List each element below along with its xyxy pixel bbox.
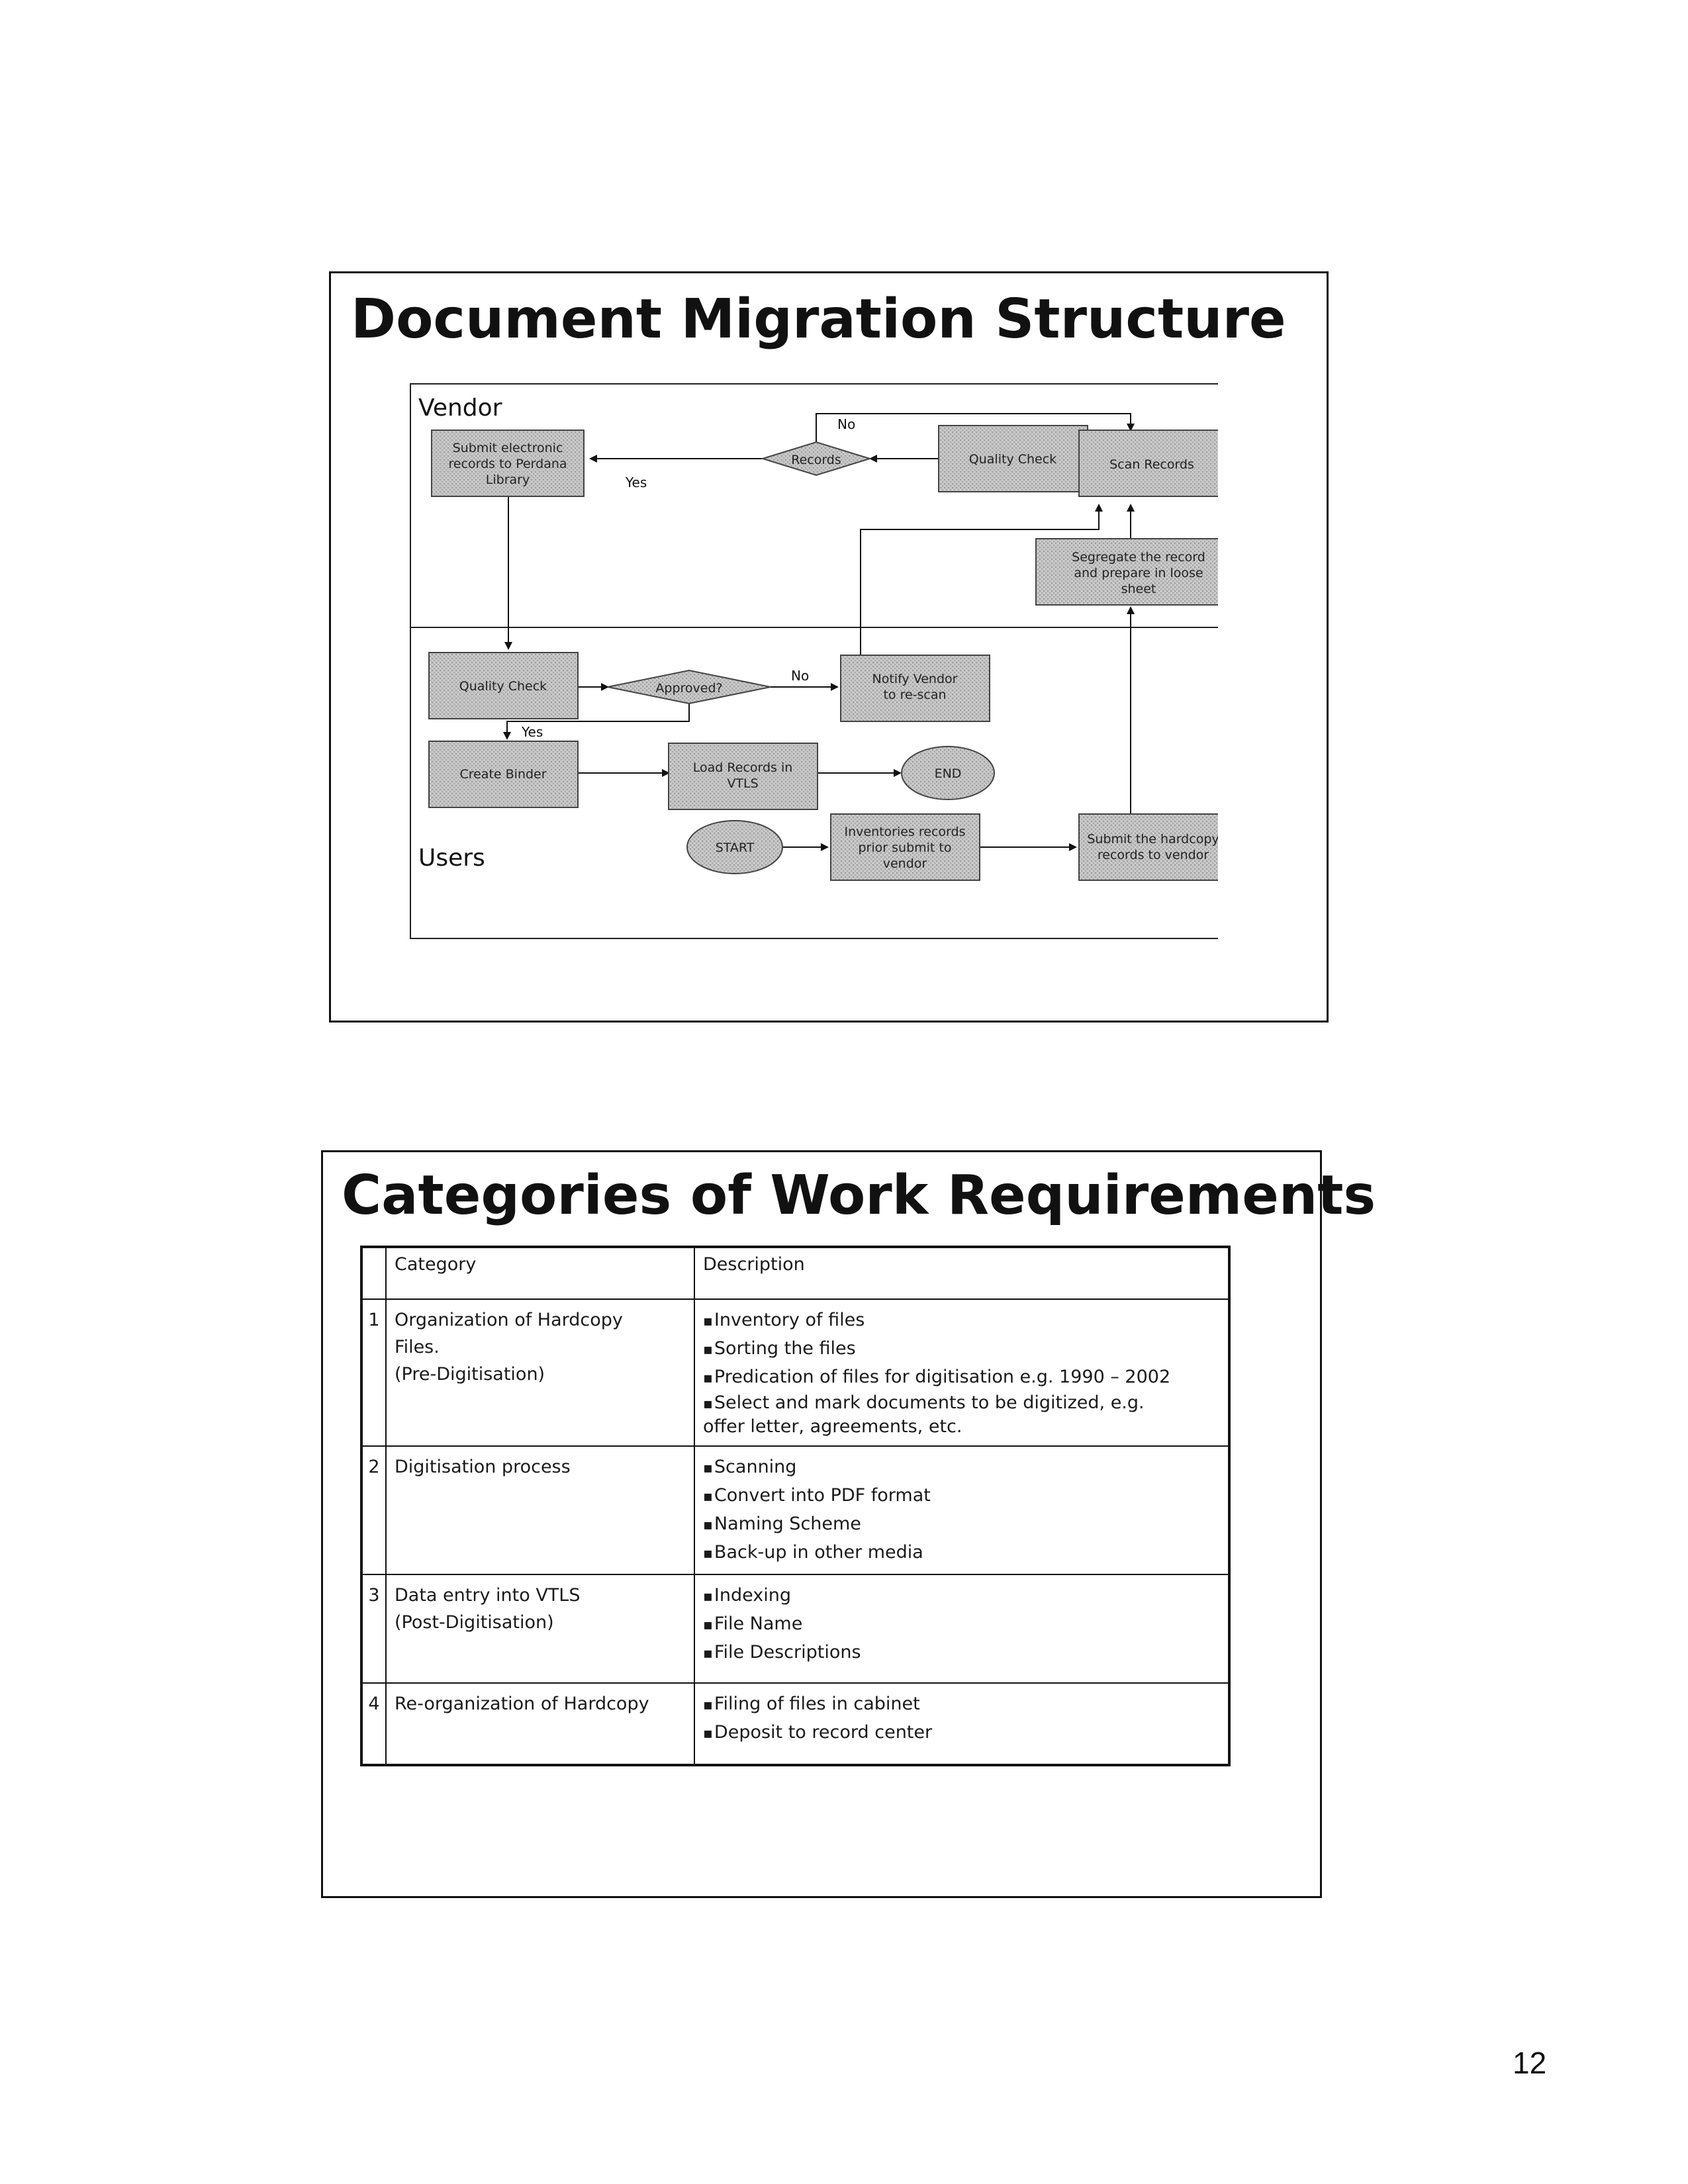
svg-text:Submit electronic: Submit electronic	[453, 441, 563, 455]
description-item: Predication of files for digitisation e.…	[703, 1363, 1220, 1392]
table-row: 3 Data entry into VTLS (Post-Digitisatio…	[361, 1574, 1230, 1684]
svg-text:START: START	[716, 841, 755, 855]
description-item: Naming Scheme	[703, 1510, 1220, 1539]
slide-document-migration: Document Migration Structure Vendor User…	[329, 271, 1329, 1023]
lane-label-users: Users	[418, 844, 485, 872]
node-load-records: Load Records in VTLS	[668, 743, 818, 810]
description-item: Convert into PDF format	[703, 1482, 1220, 1510]
table-row: 4 Re-organization of Hardcopy Filing of …	[361, 1682, 1230, 1766]
page-number: 12	[1513, 2046, 1547, 2080]
description-item-continued: offer letter, agreements, etc.	[703, 1416, 962, 1437]
row-category: Digitisation process	[385, 1445, 695, 1575]
category-line: (Pre-Digitisation)	[395, 1364, 545, 1385]
category-line: Re-organization of Hardcopy	[395, 1694, 649, 1714]
node-approved-decision: Approved?	[607, 669, 771, 705]
table-header-num	[361, 1246, 387, 1300]
node-segregate: Segregate the record and prepare in loos…	[1035, 538, 1218, 606]
svg-text:vendor: vendor	[883, 856, 927, 871]
node-end: END	[901, 746, 995, 800]
node-create-binder: Create Binder	[428, 741, 579, 808]
table-header-row: Category Description	[361, 1246, 1230, 1300]
description-item: Back-up in other media	[703, 1539, 1220, 1567]
svg-text:Notify Vendor: Notify Vendor	[872, 672, 958, 686]
table-row: 1 Organization of Hardcopy Files. (Pre-D…	[361, 1298, 1230, 1447]
category-line: Digitisation process	[395, 1457, 571, 1477]
slide-title: Document Migration Structure	[351, 288, 1286, 351]
svg-text:records to Perdana: records to Perdana	[448, 457, 567, 471]
svg-text:Quality Check: Quality Check	[459, 679, 547, 694]
edge-label-yes-left: Yes	[625, 475, 647, 490]
svg-text:Quality Check: Quality Check	[969, 452, 1056, 467]
row-number: 4	[361, 1682, 387, 1766]
table-header-description: Description	[694, 1246, 1230, 1300]
row-number: 2	[361, 1445, 387, 1575]
row-description: Scanning Convert into PDF format Naming …	[694, 1445, 1230, 1575]
svg-text:sheet: sheet	[1121, 582, 1156, 596]
edge-label-yes-down: Yes	[521, 724, 543, 740]
table-header-category: Category	[385, 1246, 695, 1300]
row-number: 1	[361, 1298, 387, 1447]
node-notify-vendor: Notify Vendor to re-scan	[840, 655, 990, 722]
row-category: Organization of Hardcopy Files. (Pre-Dig…	[385, 1298, 695, 1447]
category-line: Organization of Hardcopy	[395, 1310, 623, 1330]
description-item: Inventory of files	[703, 1306, 1220, 1335]
category-line: (Post-Digitisation)	[395, 1612, 554, 1633]
description-item: Sorting the files	[703, 1335, 1220, 1363]
node-quality-check-user: Quality Check	[428, 652, 579, 719]
slide-title: Categories of Work Requirements	[342, 1164, 1376, 1227]
row-description: Filing of files in cabinet Deposit to re…	[694, 1682, 1230, 1766]
svg-text:Records: Records	[791, 453, 841, 467]
svg-text:Load Records in: Load Records in	[693, 760, 793, 775]
table-row: 2 Digitisation process Scanning Convert …	[361, 1445, 1230, 1575]
migration-flowchart: Vendor Users	[410, 383, 1218, 939]
description-item: Scanning	[703, 1453, 1220, 1482]
node-inventories: Inventories records prior submit to vend…	[830, 813, 980, 881]
svg-text:Scan Records: Scan Records	[1109, 457, 1194, 472]
node-quality-check-vendor: Quality Check	[938, 425, 1088, 492]
requirements-table: Category Description 1 Organization of H…	[360, 1246, 1231, 1766]
svg-text:END: END	[935, 766, 962, 781]
edge-label-no-top: No	[837, 416, 855, 432]
slide-work-requirements: Categories of Work Requirements Category…	[321, 1150, 1376, 1898]
svg-text:VTLS: VTLS	[727, 776, 758, 791]
description-item: Deposit to record center	[703, 1719, 1220, 1747]
svg-text:Create Binder: Create Binder	[459, 767, 546, 782]
svg-text:Approved?: Approved?	[655, 681, 722, 696]
svg-text:Inventories records: Inventories records	[844, 825, 965, 839]
svg-text:Submit the hardcopy: Submit the hardcopy	[1087, 832, 1218, 846]
category-line: Files.	[395, 1337, 440, 1357]
flow-connectors	[503, 413, 1135, 851]
svg-text:prior submit to: prior submit to	[859, 841, 952, 855]
svg-text:to re-scan: to re-scan	[883, 688, 946, 702]
description-item: File Descriptions	[703, 1639, 1220, 1667]
description-item: File Name	[703, 1610, 1220, 1639]
row-description: Indexing File Name File Descriptions	[694, 1574, 1230, 1684]
svg-text:Library: Library	[486, 473, 530, 487]
node-records-decision: Records	[760, 441, 872, 477]
node-scan-records: Scan Records	[1078, 430, 1218, 497]
category-line: Data entry into VTLS	[395, 1585, 581, 1606]
description-item: Select and mark documents to be digitize…	[703, 1392, 1220, 1416]
description-item: Indexing	[703, 1582, 1220, 1610]
edge-label-no-mid: No	[791, 668, 809, 684]
svg-text:records to vendor: records to vendor	[1098, 848, 1209, 862]
row-category: Data entry into VTLS (Post-Digitisation)	[385, 1574, 695, 1684]
svg-text:and prepare in loose: and prepare in loose	[1074, 566, 1203, 580]
svg-text:Segregate the record: Segregate the record	[1072, 550, 1205, 565]
row-description: Inventory of files Sorting the files Pre…	[694, 1298, 1230, 1447]
lane-label-vendor: Vendor	[418, 394, 502, 422]
node-start: START	[686, 820, 783, 874]
swimlane-frame	[410, 383, 1218, 939]
node-submit-hardcopy: Submit the hardcopy records to vendor	[1078, 813, 1218, 881]
node-submit-electronic: Submit electronic records to Perdana Lib…	[431, 430, 585, 497]
row-category: Re-organization of Hardcopy	[385, 1682, 695, 1766]
requirements-table-wrap: Category Description 1 Organization of H…	[360, 1246, 1231, 1766]
row-number: 3	[361, 1574, 387, 1684]
description-item: Filing of files in cabinet	[703, 1690, 1220, 1719]
